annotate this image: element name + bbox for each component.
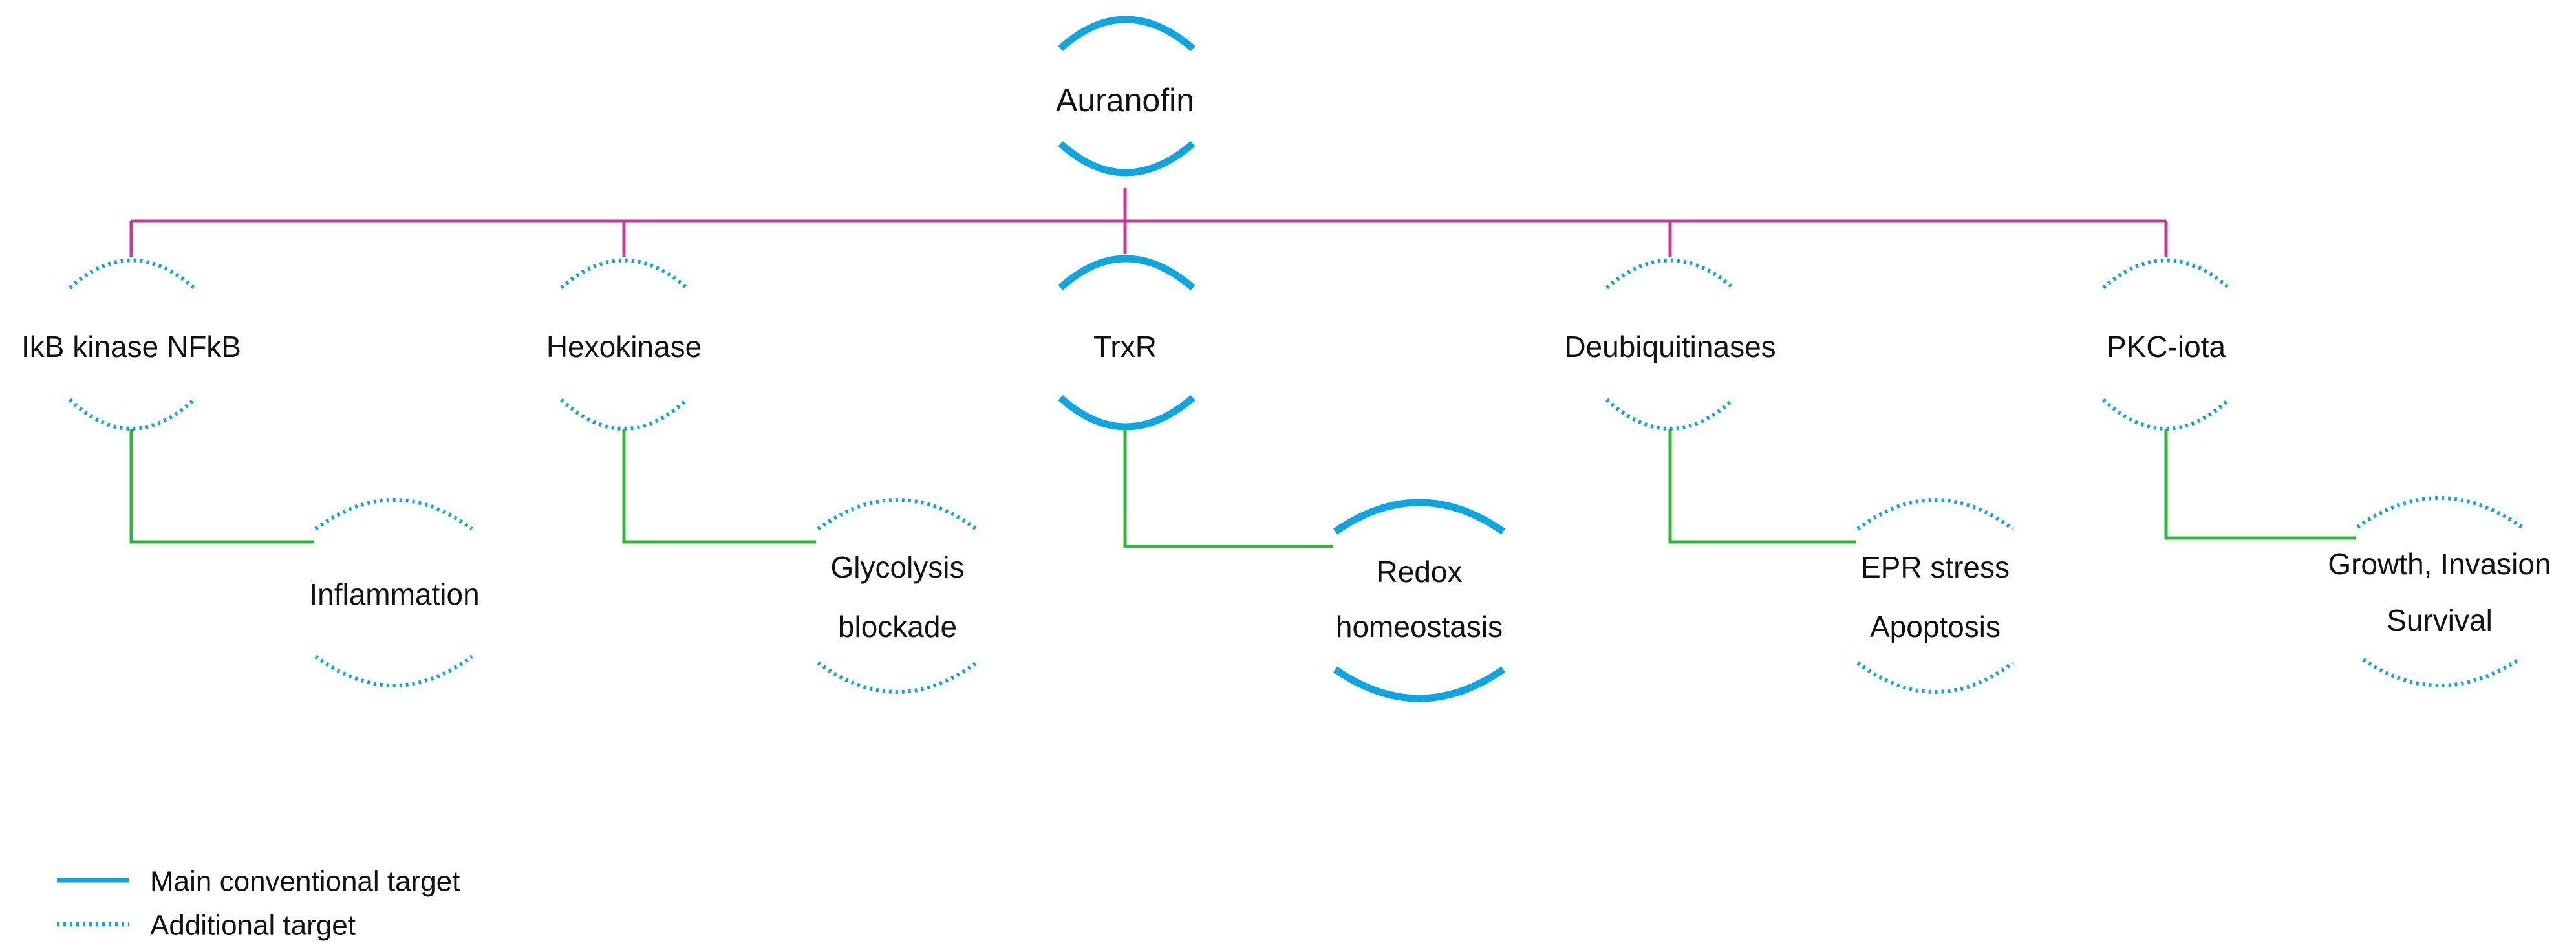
effect-label-line-2: homeostasis xyxy=(1336,610,1503,643)
effect-node-growth-invasion-survival: Growth, Invasion Survival xyxy=(2328,496,2551,687)
effect-arc-top xyxy=(314,498,473,531)
effect-label-line-1: Inflammation xyxy=(309,578,479,611)
target-arc-top xyxy=(1605,258,1734,290)
legend: Main conventional target Additional targ… xyxy=(57,866,460,942)
effect-node-epr-stress-apoptosis: EPR stress Apoptosis xyxy=(1856,498,2014,694)
target-arc-top xyxy=(2102,258,2230,290)
legend-item-main: Main conventional target xyxy=(57,866,460,898)
effect-arc-top xyxy=(1333,499,1506,535)
root-arc-top xyxy=(1058,16,1196,52)
effect-connector-glycolysis xyxy=(622,429,816,544)
legend-label-additional: Additional target xyxy=(150,910,356,942)
effect-label-line-1: Redox xyxy=(1377,555,1463,588)
legend-label-main: Main conventional target xyxy=(150,866,460,898)
target-node-trxr: TrxR xyxy=(1058,255,1196,431)
effect-label-line-2: Survival xyxy=(2387,603,2493,637)
target-arc-bottom xyxy=(2101,398,2231,431)
target-arc-top xyxy=(1058,255,1196,291)
effect-connector-inflammation xyxy=(129,429,314,544)
effect-arc-bottom xyxy=(314,654,473,687)
effect-node-inflammation: Inflammation xyxy=(309,498,480,687)
effect-label-line-2: Apoptosis xyxy=(1870,610,2001,643)
target-arc-bottom xyxy=(559,398,689,431)
effect-node-redox-homeostasis: Redox homeostasis xyxy=(1333,499,1506,702)
target-label: PKC-iota xyxy=(2107,330,2226,363)
effect-arc-bottom xyxy=(1333,666,1506,702)
effect-arc-bottom xyxy=(1856,661,2014,694)
target-arc-bottom xyxy=(1058,394,1196,431)
effect-connector-redox xyxy=(1123,428,1333,548)
root-arc-bottom xyxy=(1058,140,1196,177)
effect-node-glycolysis-blockade: Glycolysis blockade xyxy=(817,498,978,694)
effect-connector-growth xyxy=(2164,429,2356,540)
effect-label-line-2: blockade xyxy=(838,610,957,643)
target-label: Deubiquitinases xyxy=(1564,330,1776,363)
legend-item-additional: Additional target xyxy=(57,910,356,942)
effect-arc-bottom xyxy=(2362,658,2520,687)
effect-label-line-1: Glycolysis xyxy=(830,550,964,584)
target-node-pkc-iota: PKC-iota xyxy=(2101,258,2231,431)
root-label: Auranofin xyxy=(1056,82,1194,118)
target-arc-bottom xyxy=(68,398,196,431)
effect-label-line-1: Growth, Invasion xyxy=(2328,547,2551,581)
target-arc-bottom xyxy=(1605,398,1735,431)
target-node-ikb-kinase-nfkb: IkB kinase NFkB xyxy=(21,258,241,431)
root-connector xyxy=(129,188,2168,257)
target-label: IkB kinase NFkB xyxy=(21,330,241,363)
effect-label-line-1: EPR stress xyxy=(1861,550,2010,584)
target-node-hexokinase: Hexokinase xyxy=(546,258,702,431)
target-label: Hexokinase xyxy=(546,330,702,363)
effect-connector-epr-stress xyxy=(1668,429,1856,544)
target-node-deubiquitinases: Deubiquitinases xyxy=(1564,258,1776,431)
target-arc-top xyxy=(69,258,195,290)
effect-arc-bottom xyxy=(817,661,978,694)
effect-arc-top xyxy=(817,498,978,531)
target-label: TrxR xyxy=(1093,330,1157,363)
target-arc-top xyxy=(560,258,688,290)
effect-arc-top xyxy=(2356,496,2523,529)
effect-arc-top xyxy=(1856,498,2014,531)
root-node: Auranofin xyxy=(1056,16,1196,177)
